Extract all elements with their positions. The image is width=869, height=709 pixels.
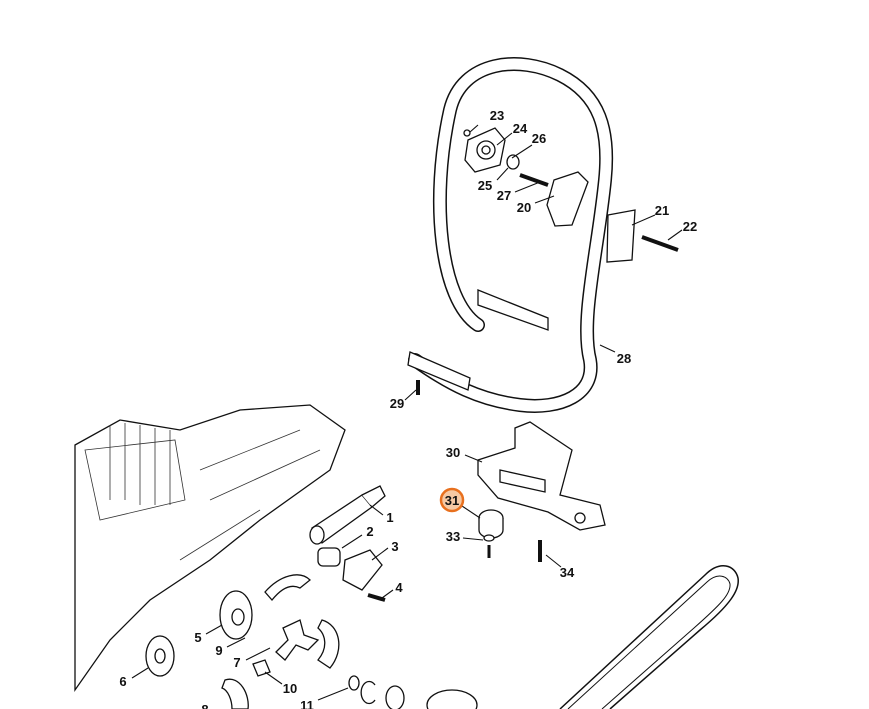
callout-21[interactable]: 21 [655,203,669,218]
callout-9[interactable]: 9 [215,643,222,658]
callout-4[interactable]: 4 [395,580,403,595]
callout-labels: 23 24 26 25 27 20 21 22 28 29 30 31 33 3… [119,108,697,709]
tensioner-part[interactable] [342,549,383,591]
callout-26[interactable]: 26 [532,131,546,146]
callout-22[interactable]: 22 [683,219,697,234]
callout-31[interactable]: 31 [445,493,459,508]
washer-part[interactable] [483,534,495,542]
callout-29[interactable]: 29 [390,396,404,411]
handle-mount-part[interactable] [463,127,679,263]
callout-20[interactable]: 20 [517,200,531,215]
highlight-ring-31 [439,487,465,513]
callout-2[interactable]: 2 [366,524,373,539]
callout-25[interactable]: 25 [478,178,492,193]
callout-10[interactable]: 10 [283,681,297,696]
callout-23[interactable]: 23 [490,108,504,123]
rubber-buffer-part[interactable] [478,509,504,539]
clutch-assembly[interactable] [145,574,478,709]
callout-1[interactable]: 1 [386,510,393,525]
clutch-drum-bearing-part[interactable] [309,485,386,545]
callout-30[interactable]: 30 [446,445,460,460]
callout-6[interactable]: 6 [119,674,126,689]
callout-7[interactable]: 7 [233,655,240,670]
callout-34[interactable]: 34 [560,565,575,580]
leader-lines [131,124,683,701]
bracket-part[interactable] [477,421,606,531]
handle-bar-part[interactable] [407,57,614,413]
callout-5[interactable]: 5 [194,630,201,645]
callout-33[interactable]: 33 [446,529,460,544]
callout-27[interactable]: 27 [497,188,511,203]
bushing-part[interactable] [317,547,341,567]
callout-24[interactable]: 24 [513,121,528,136]
callout-28[interactable]: 28 [617,351,631,366]
callout-11[interactable]: 11 [300,698,314,709]
callout-8[interactable]: 8 [201,702,208,709]
callout-3[interactable]: 3 [391,539,398,554]
v-belt-part[interactable] [559,565,739,709]
engine-housing [74,404,346,693]
screw-4-part[interactable] [367,593,386,602]
